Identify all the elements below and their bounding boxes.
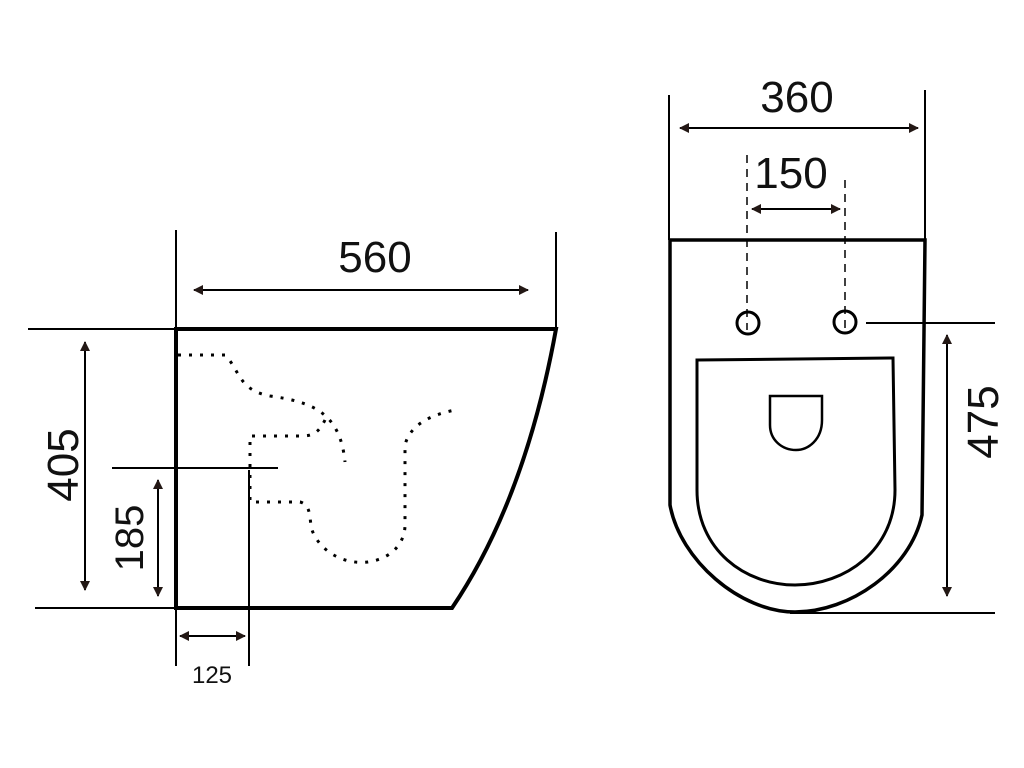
front-body-outline xyxy=(668,238,927,614)
fixing-hole-right xyxy=(832,309,858,335)
outlet-d-shape xyxy=(768,394,824,452)
dim-label-185: 185 xyxy=(108,505,152,572)
fixing-hole-left xyxy=(735,310,761,336)
dim-label-125: 125 xyxy=(192,662,232,689)
dim-label-560: 560 xyxy=(338,233,411,282)
dim-label-475: 475 xyxy=(959,385,1008,458)
dim-label-405: 405 xyxy=(39,428,88,501)
seat-opening-outline xyxy=(695,356,897,587)
dim-label-360: 360 xyxy=(760,73,833,122)
side-body-outline xyxy=(174,327,559,610)
trapway-dotted-outer xyxy=(178,353,347,463)
dim-label-150: 150 xyxy=(754,149,827,198)
front-view: 360 150 475 xyxy=(668,73,1008,614)
trapway-dotted-inner xyxy=(248,408,456,564)
side-view: 560 405 185 125 xyxy=(28,230,559,689)
